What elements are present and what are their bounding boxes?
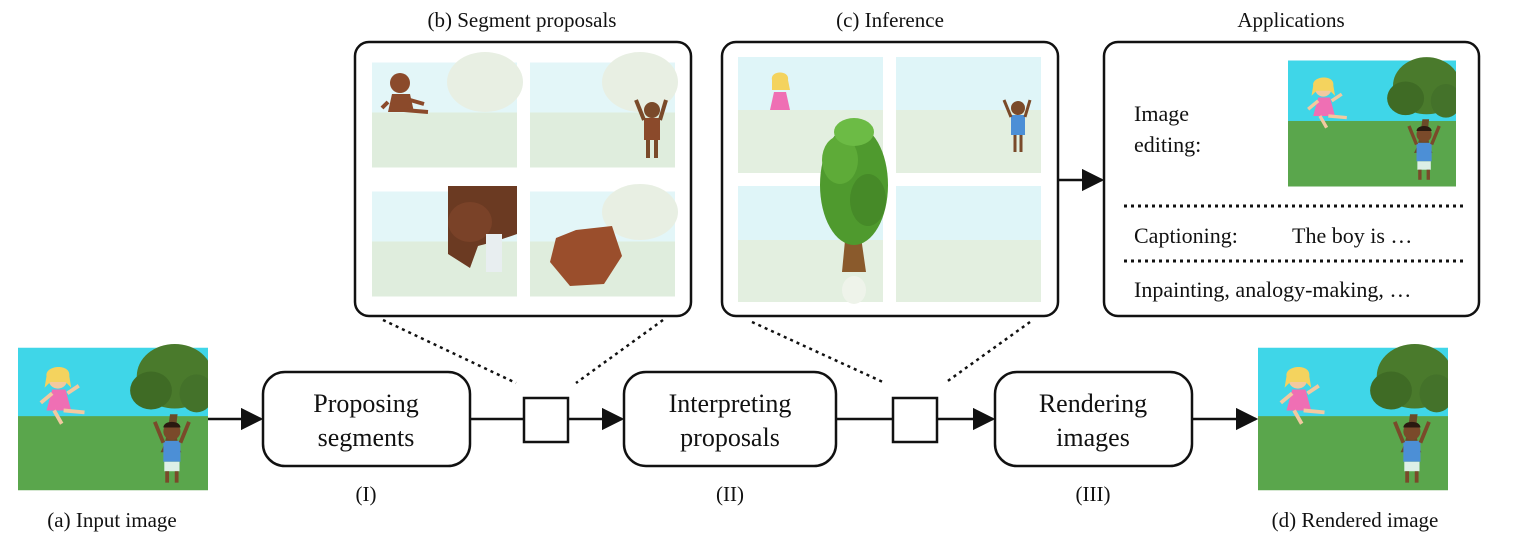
step-roman-i: (I) xyxy=(356,482,377,506)
rendered-image xyxy=(1258,344,1454,490)
inference-tile-boy xyxy=(896,57,1041,173)
step-interpreting-line2: proposals xyxy=(680,423,780,452)
step-interpreting-line1: Interpreting xyxy=(669,389,792,418)
proposal-tile-girl xyxy=(372,52,523,168)
edited-image xyxy=(1288,57,1456,189)
applications-title: Applications xyxy=(1237,8,1344,32)
captioning-text: The boy is … xyxy=(1292,223,1412,248)
dotted-connectors xyxy=(382,318,1031,385)
input-image xyxy=(18,344,214,490)
step-proposing-line1: Proposing xyxy=(313,389,418,418)
input-image-caption: (a) Input image xyxy=(47,508,176,532)
proposal-tile-tree xyxy=(372,186,517,297)
proposal-tile-hat xyxy=(530,184,678,297)
step-rendering-line2: images xyxy=(1056,423,1130,452)
rendered-image-caption: (d) Rendered image xyxy=(1272,508,1439,532)
inference-tree xyxy=(820,118,888,304)
inference-tile-bottom-right xyxy=(896,186,1041,302)
step-roman-ii: (II) xyxy=(716,482,744,506)
image-editing-label-line1: Image xyxy=(1134,101,1189,126)
step-roman-iii: (III) xyxy=(1076,482,1111,506)
other-applications-text: Inpainting, analogy-making, … xyxy=(1134,277,1411,302)
intermediate-box-proposals xyxy=(522,396,570,444)
proposal-tile-boy xyxy=(530,52,678,168)
inference-title: (c) Inference xyxy=(836,8,944,32)
intermediate-box-inference xyxy=(891,396,939,444)
step-rendering-images: Rendering images xyxy=(993,370,1194,468)
segment-proposals-title: (b) Segment proposals xyxy=(428,8,617,32)
step-proposing-line2: segments xyxy=(318,423,415,452)
pipeline-arrows xyxy=(208,168,1259,431)
image-editing-label-line2: editing: xyxy=(1134,132,1201,157)
step-interpreting-proposals: Interpreting proposals xyxy=(622,370,838,468)
step-rendering-line1: Rendering xyxy=(1039,389,1147,418)
captioning-label: Captioning: xyxy=(1134,223,1238,248)
step-proposing-segments: Proposing segments xyxy=(261,370,472,468)
